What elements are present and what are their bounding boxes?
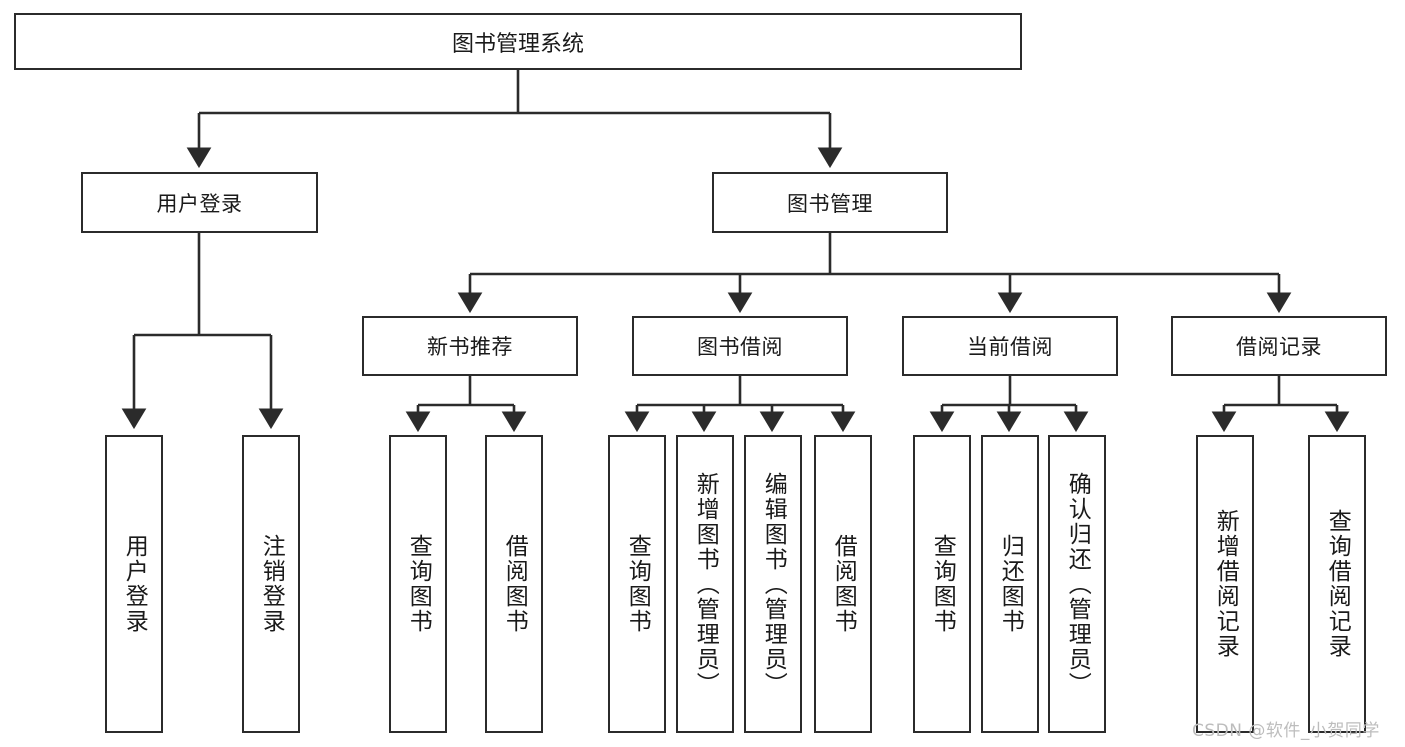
node-root-system[interactable]: 图书管理系统 — [14, 13, 1022, 70]
leaf-query-book-recommend[interactable]: 查询图书 — [389, 435, 447, 733]
leaf-add-borrow-record[interactable]: 新增借阅记录 — [1196, 435, 1254, 733]
leaf-user-login[interactable]: 用户登录 — [105, 435, 163, 733]
node-new-book-recommend[interactable]: 新书推荐 — [362, 316, 578, 376]
node-book-management[interactable]: 图书管理 — [712, 172, 948, 233]
leaf-query-book-borrow[interactable]: 查询图书 — [608, 435, 666, 733]
leaf-logout-login[interactable]: 注销登录 — [242, 435, 300, 733]
leaf-add-book-admin[interactable]: 新增图书（管理员） — [676, 435, 734, 733]
leaf-query-book-current[interactable]: 查询图书 — [913, 435, 971, 733]
node-borrow-record[interactable]: 借阅记录 — [1171, 316, 1387, 376]
node-current-borrow[interactable]: 当前借阅 — [902, 316, 1118, 376]
leaf-return-book[interactable]: 归还图书 — [981, 435, 1039, 733]
leaf-edit-book-admin[interactable]: 编辑图书（管理员） — [744, 435, 802, 733]
node-user-login[interactable]: 用户登录 — [81, 172, 318, 233]
leaf-borrow-book-recommend[interactable]: 借阅图书 — [485, 435, 543, 733]
node-book-borrow[interactable]: 图书借阅 — [632, 316, 848, 376]
leaf-borrow-book-borrow[interactable]: 借阅图书 — [814, 435, 872, 733]
leaf-confirm-return-admin[interactable]: 确认归还（管理员） — [1048, 435, 1106, 733]
leaf-query-borrow-record[interactable]: 查询借阅记录 — [1308, 435, 1366, 733]
csdn-watermark: CSDN @软件_小贺同学 — [1192, 721, 1380, 741]
